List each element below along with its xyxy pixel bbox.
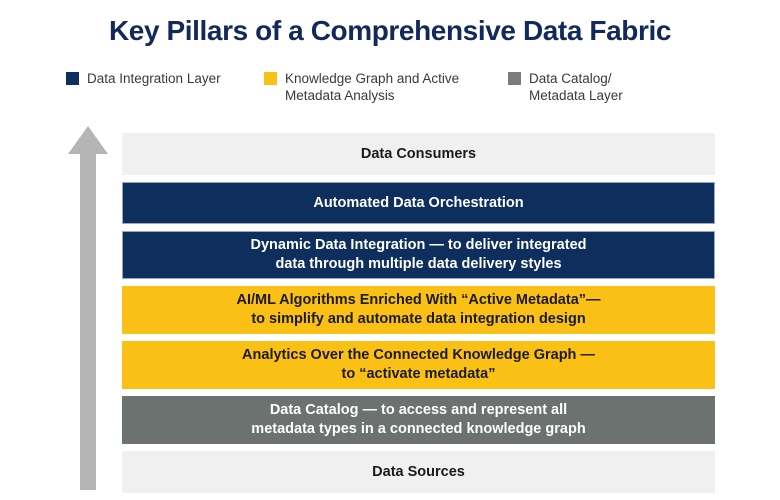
legend-item-data-integration-layer: Data Integration Layer [66,70,221,87]
yellow-swatch [264,72,277,85]
band-data-consumers: Data Consumers [122,133,715,175]
pillar-stack: Data Consumers Automated Data Orchestrat… [122,133,715,500]
legend: Data Integration Layer Knowledge Graph a… [62,70,722,110]
band-data-catalog: Data Catalog — to access and represent a… [122,396,715,444]
band-data-sources: Data Sources [122,451,715,493]
page-title: Key Pillars of a Comprehensive Data Fabr… [108,15,672,46]
legend-item-knowledge-graph: Knowledge Graph and Active Metadata Anal… [264,70,459,104]
legend-label: Data Catalog/ Metadata Layer [529,71,623,103]
band-analytics-knowledge-graph: Analytics Over the Connected Knowledge G… [122,341,715,389]
legend-label: Knowledge Graph and Active Metadata Anal… [285,71,460,103]
band-dynamic-data-integration: Dynamic Data Integration — to deliver in… [122,231,715,279]
band-automated-data-orchestration: Automated Data Orchestration [122,182,715,224]
legend-label: Data Integration Layer [87,71,221,86]
navy-swatch [66,72,79,85]
band-ai-ml-algorithms: AI/ML Algorithms Enriched With “Active M… [122,286,715,334]
gray-swatch [508,72,521,85]
legend-item-data-catalog: Data Catalog/ Metadata Layer [508,70,623,104]
up-arrow-icon [68,126,108,490]
